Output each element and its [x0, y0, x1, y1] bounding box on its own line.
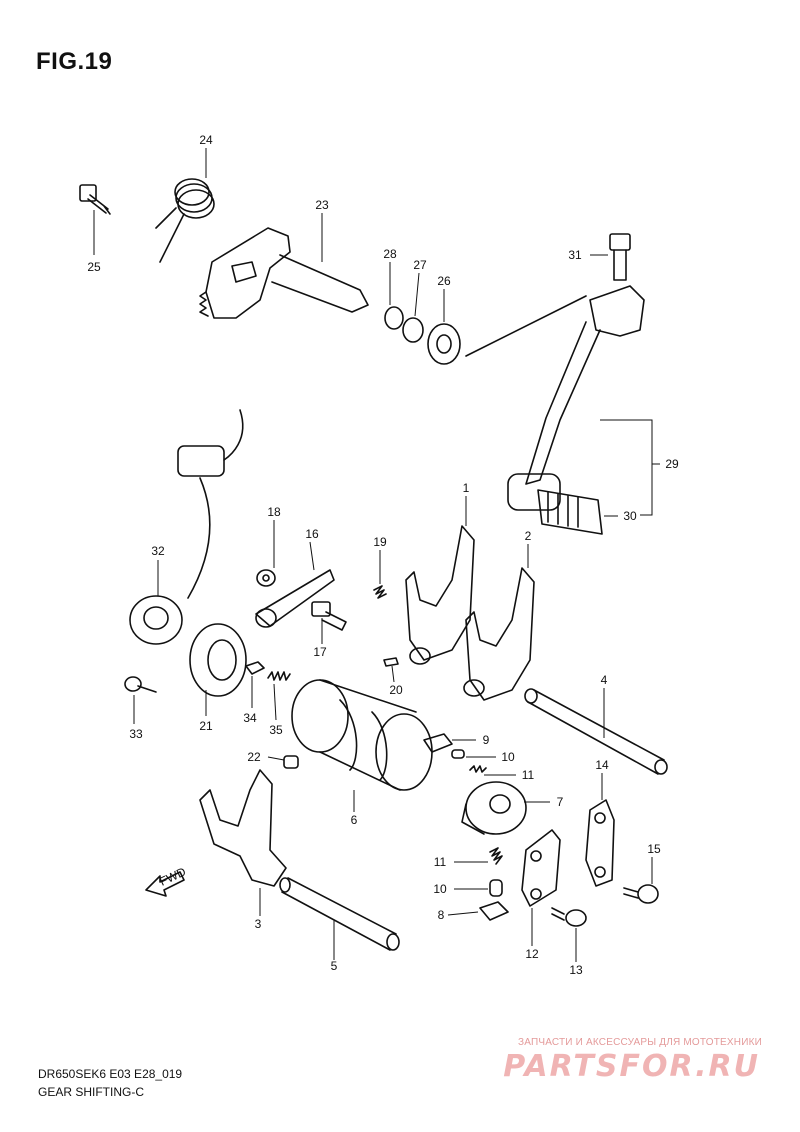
callout-7: 7 [557, 795, 564, 809]
callout-32: 32 [151, 544, 165, 558]
callout-11-upper: 11 [522, 768, 535, 782]
callout-33: 33 [129, 727, 143, 741]
callout-5: 5 [331, 959, 338, 973]
callout-28: 28 [383, 247, 397, 261]
part-13-screw [551, 907, 587, 927]
callout-labels: 24 25 23 28 27 26 31 29 30 32 33 21 34 3… [87, 133, 679, 977]
callout-31: 31 [568, 248, 582, 262]
part-26-oil-seal [427, 323, 461, 365]
callout-14: 14 [595, 758, 609, 772]
part-28-washer [384, 306, 404, 330]
callout-34: 34 [243, 711, 257, 725]
part-27-washer [402, 317, 424, 343]
callout-24: 24 [199, 133, 213, 147]
part-8-pawl-lower [479, 901, 509, 921]
callout-6: 6 [351, 813, 358, 827]
part-20-pin [383, 657, 399, 667]
watermark-logo: PARTSFOR.RU [503, 1049, 760, 1084]
section-name: GEAR SHIFTING-C [38, 1085, 145, 1099]
callout-1: 1 [463, 481, 470, 495]
callout-21: 21 [199, 719, 213, 733]
callout-10-upper: 10 [501, 750, 515, 764]
fwd-arrow-icon: FWD [145, 864, 188, 897]
callout-4: 4 [601, 673, 608, 687]
part-17-bolt [311, 601, 347, 631]
part-23-gearshift-shaft [199, 227, 369, 319]
figure-title: FIG.19 [36, 48, 113, 75]
callout-3: 3 [255, 917, 262, 931]
callout-8: 8 [438, 908, 445, 922]
part-19-spring [373, 585, 387, 599]
part-12-cam-guide [521, 829, 561, 907]
part-9-pawl [423, 733, 453, 753]
callout-20: 20 [389, 683, 403, 697]
part-31-bolt [609, 233, 631, 281]
part-29-gearshift-lever [465, 285, 645, 485]
part-21-gearshift-cam-plate [189, 623, 247, 697]
part-32-gear-position-switch [129, 409, 244, 645]
part-18-washer [256, 569, 276, 587]
callout-16: 16 [305, 527, 319, 541]
part-5-fork-shaft [279, 877, 400, 951]
part-24-spring [155, 178, 215, 263]
callout-29: 29 [665, 457, 679, 471]
part-15-screw [623, 884, 659, 904]
model-code: DR650SEK6 E03 E28_019 [38, 1067, 183, 1081]
part-30-shift-rubber [507, 473, 603, 535]
part-11-spring-upper [469, 765, 487, 773]
callout-15: 15 [647, 842, 661, 856]
part-14-pawl-lifter [585, 799, 615, 887]
part-7-cam-driven-gear [461, 781, 527, 835]
part-10-pin-upper [451, 749, 465, 759]
callout-27: 27 [413, 258, 427, 272]
callout-12: 12 [525, 947, 539, 961]
callout-30: 30 [623, 509, 637, 523]
part-1-gearshift-fork [405, 525, 475, 665]
leader-lines [93, 148, 660, 962]
part-4-fork-shaft [524, 688, 668, 775]
part-10-pin-lower [489, 879, 503, 897]
callout-19: 19 [373, 535, 387, 549]
part-6-gearshift-cam [291, 679, 433, 791]
part-35-spring [267, 671, 291, 681]
callout-26: 26 [437, 274, 451, 288]
callout-25: 25 [87, 260, 101, 274]
part-11-spring-lower [489, 847, 503, 865]
part-34-pin [245, 661, 265, 675]
part-3-gearshift-fork [199, 769, 287, 887]
callout-11-lower: 11 [434, 855, 447, 869]
part-2-gearshift-fork [463, 567, 535, 701]
watermark-tagline: ЗАПЧАСТИ И АКСЕССУАРЫ ДЛЯ МОТОТЕХНИКИ [517, 1037, 762, 1048]
part-33-screw [124, 676, 157, 693]
callout-2: 2 [525, 529, 532, 543]
callout-35: 35 [269, 723, 283, 737]
callout-17: 17 [313, 645, 327, 659]
part-16-cam-stopper [255, 569, 335, 628]
callout-22: 22 [247, 750, 261, 764]
part-25-bolt [79, 184, 111, 215]
callout-13: 13 [569, 963, 583, 977]
callout-23: 23 [315, 198, 329, 212]
part-22-pin [283, 755, 299, 769]
callout-9: 9 [483, 733, 490, 747]
callout-10-lower: 10 [433, 882, 447, 896]
callout-18: 18 [267, 505, 281, 519]
